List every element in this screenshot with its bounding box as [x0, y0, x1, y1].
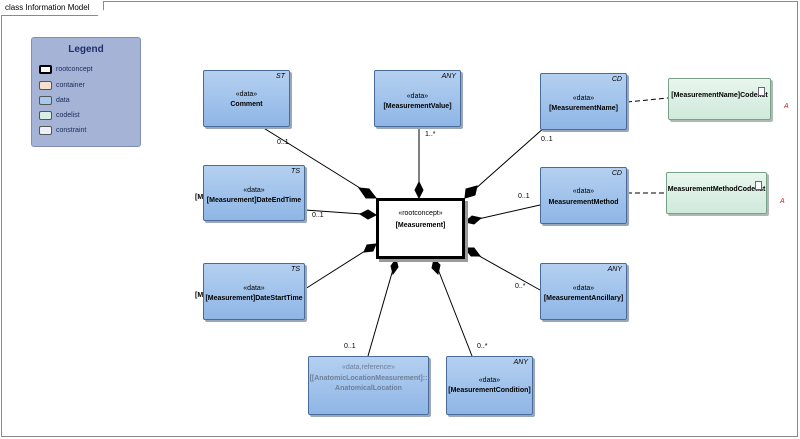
composition-diamond-comment	[357, 187, 378, 199]
legend-swatch	[39, 81, 52, 90]
multiplicity-condition: 0..*	[477, 343, 488, 350]
composition-diamond-method	[463, 215, 483, 225]
composition-diamond-ancillary	[464, 247, 481, 257]
type-tag: TS	[291, 168, 300, 175]
type-tag: ANY	[513, 359, 528, 366]
legend-label: container	[56, 82, 85, 89]
type-tag: TS	[291, 266, 300, 273]
class-measurement-condition[interactable]: ANY «data» [MeasurementCondition]	[446, 356, 533, 415]
class-name-line-2: AnatomicalLocation	[335, 385, 402, 392]
legend-swatch	[39, 65, 52, 74]
stereotype: «data»	[243, 285, 265, 292]
type-tag: ANY	[607, 266, 622, 273]
stereotype: «rootconcept»	[398, 210, 443, 217]
class-anatomical-location[interactable]: «data,reference» [[AnatomicLocationMeasu…	[308, 356, 429, 415]
type-tag: CD	[611, 170, 622, 177]
legend-item-container: container	[39, 80, 85, 91]
multiplicity-mname: 0..1	[541, 136, 553, 143]
legend[interactable]: Legend rootconcept container data codeli…	[31, 37, 141, 147]
composition-diamond-condition	[431, 258, 441, 275]
legend-item-constraint: constraint	[39, 125, 86, 136]
class-name: MeasurementMethod	[548, 199, 619, 206]
codelist-measurement-method[interactable]: MeasurementMethodCodelist	[666, 172, 767, 214]
legend-title: Legend	[68, 44, 104, 55]
legend-label: codelist	[56, 112, 80, 119]
class-measurement-name[interactable]: CD «data» [MeasurementName]	[540, 73, 627, 130]
composition-diamond-starttime	[363, 243, 377, 253]
connector-mname	[464, 126, 546, 199]
stereotype: «data»	[235, 91, 258, 98]
legend-item-data: data	[39, 95, 70, 106]
composition-diamond-anatomic	[390, 257, 399, 276]
multiplicity-value: 1..*	[425, 131, 436, 138]
stereotype: «data»	[406, 93, 429, 100]
class-date-end-time[interactable]: TS «data» [Measurement]DateEndTime	[203, 165, 305, 221]
clipped-label-end-time: [M	[195, 194, 204, 201]
class-name: [Measurement]	[395, 222, 446, 229]
stereotype: «data»	[243, 187, 265, 194]
multiplicity-comment: 0..1	[277, 139, 289, 146]
connector-condition	[433, 258, 473, 357]
class-name: [MeasurementCondition]	[448, 387, 531, 394]
legend-swatch	[39, 96, 52, 105]
codelist-mark: A	[784, 103, 789, 110]
codelist-name: [MeasurementName]Codelist	[671, 92, 768, 99]
multiplicity-endtime: 0..1	[312, 212, 324, 219]
clipped-label-start-time: [M	[195, 292, 204, 299]
legend-item-rootconcept: rootconcept	[39, 64, 93, 75]
connector-comment	[261, 126, 377, 199]
legend-label: constraint	[56, 127, 87, 134]
legend-label: data	[56, 97, 70, 104]
composition-diamond-endtime	[358, 209, 378, 220]
class-name: Comment	[230, 101, 263, 108]
class-name: [Measurement]DateEndTime	[206, 197, 302, 204]
codelist-measurement-name[interactable]: [MeasurementName]Codelist	[668, 78, 771, 120]
class-comment[interactable]: ST «data» Comment	[203, 70, 290, 127]
document-icon	[758, 87, 765, 96]
class-name: [MeasurementName]	[549, 105, 618, 112]
legend-item-codelist: codelist	[39, 110, 80, 121]
composition-diamond-mname	[464, 185, 478, 199]
connector-anatomic	[367, 258, 397, 357]
class-name: [Measurement]DateStartTime	[205, 295, 303, 302]
root-concept-measurement[interactable]: «rootconcept» [Measurement]	[376, 198, 465, 259]
legend-swatch	[39, 126, 52, 135]
multiplicity-ancillary: 0..*	[515, 283, 526, 290]
connector-codelist-mname	[626, 97, 669, 103]
class-name: [MeasurementValue]	[383, 103, 452, 110]
class-date-start-time[interactable]: TS «data» [Measurement]DateStartTime	[203, 263, 305, 320]
codelist-mark: A	[780, 198, 785, 205]
multiplicity-method: 0..1	[518, 193, 530, 200]
stereotype: «data»	[572, 95, 595, 102]
stereotype: «data»	[478, 377, 501, 384]
stereotype: «data,reference»	[342, 364, 395, 371]
type-tag: ANY	[441, 73, 456, 80]
class-measurement-ancillary[interactable]: ANY «data» [MeasurementAncillary]	[540, 263, 627, 320]
class-name: [MeasurementAncillary]	[543, 295, 624, 302]
type-tag: CD	[611, 76, 622, 83]
class-name-line-1: [[AnatomicLocationMeasurement]::	[309, 375, 428, 382]
composition-diamond-value	[414, 180, 424, 200]
class-measurement-method[interactable]: CD «data» MeasurementMethod	[540, 167, 627, 224]
codelist-name: MeasurementMethodCodelist	[667, 186, 766, 193]
document-icon	[755, 181, 762, 190]
multiplicity-anatomic: 0..1	[344, 343, 356, 350]
class-measurement-value[interactable]: ANY «data» [MeasurementValue]	[374, 70, 461, 127]
frame-title: class Information Model	[1, 1, 104, 16]
stereotype: «data»	[572, 285, 595, 292]
legend-swatch	[39, 111, 52, 120]
legend-label: rootconcept	[56, 66, 93, 73]
stereotype: «data»	[572, 188, 595, 195]
type-tag: ST	[276, 73, 285, 80]
